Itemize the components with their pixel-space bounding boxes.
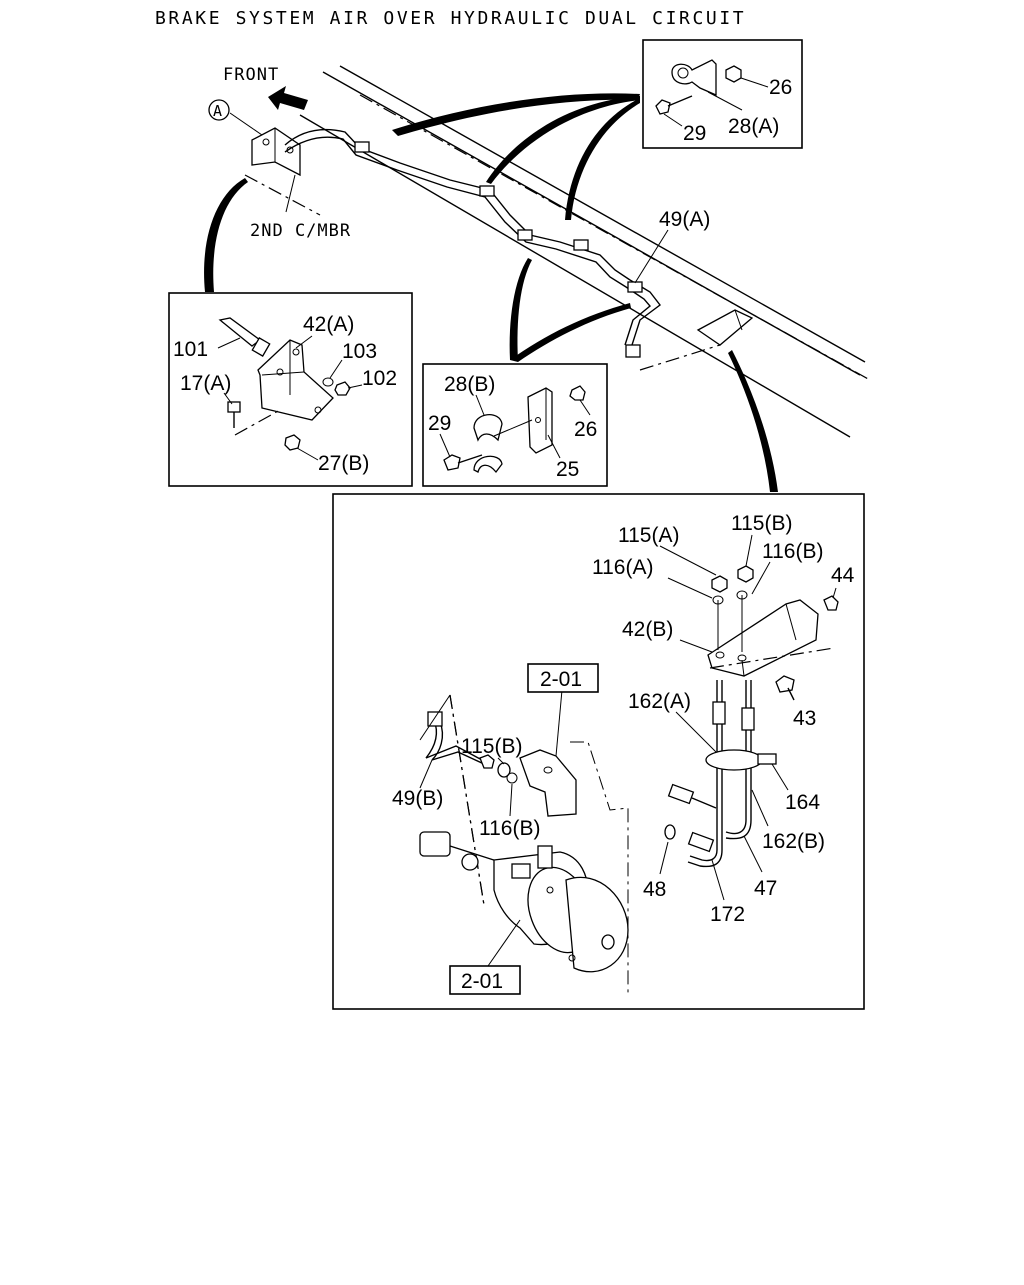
member-label: 2ND C/MBR (250, 221, 351, 241)
ref-marker-a: A (213, 102, 222, 120)
callout-102: 102 (362, 367, 397, 390)
callout-116b-top: 116(B) (762, 540, 823, 563)
callout-17a: 17(A) (180, 372, 231, 395)
callout-sweeps (204, 93, 778, 492)
upper-bracket-a (244, 127, 321, 216)
detail-box-clip-top (642, 39, 803, 149)
diagram-title: BRAKE SYSTEM AIR OVER HYDRAULIC DUAL CIR… (155, 8, 746, 29)
callout-29-top: 29 (683, 122, 706, 145)
rail-bracket (639, 309, 754, 371)
callout-29-mid: 29 (428, 412, 451, 435)
callout-42b: 42(B) (622, 618, 673, 641)
pipe-49b-assembly (419, 689, 629, 995)
callout-43: 43 (793, 707, 816, 730)
callout-28b: 28(B) (444, 373, 495, 396)
clip-28b-detail (443, 385, 591, 474)
ref-label-upper: 2-01 (540, 668, 582, 691)
callout-115b-top: 115(B) (731, 512, 792, 535)
callout-28a-top: 28(A) (728, 115, 779, 138)
ref-circle-a (208, 99, 230, 121)
callout-42a: 42(A) (303, 313, 354, 336)
callout-48: 48 (643, 878, 666, 901)
bracket-42a-detail (218, 317, 351, 461)
clip-detail-top (655, 59, 769, 127)
front-label: FRONT (223, 65, 279, 85)
callout-162a: 162(A) (628, 690, 691, 713)
ref-box-upper (527, 663, 599, 693)
callout-116b-mid: 116(B) (479, 817, 540, 840)
brake-pipes-lower (664, 680, 777, 868)
callout-101: 101 (173, 338, 208, 361)
callout-26-mid: 26 (574, 418, 597, 441)
callout-115b-mid: 115(B) (461, 735, 522, 758)
callout-49b: 49(B) (392, 787, 443, 810)
callout-162b: 162(B) (762, 830, 825, 853)
brake-pipe-upper (284, 129, 661, 358)
master-cylinder (419, 831, 629, 973)
callout-25: 25 (556, 458, 579, 481)
callout-26-top: 26 (769, 76, 792, 99)
ref-label-lower: 2-01 (461, 970, 503, 993)
callout-116a: 116(A) (592, 556, 653, 579)
callout-27b: 27(B) (318, 452, 369, 475)
ref-box-lower (449, 965, 521, 995)
callout-172: 172 (710, 903, 745, 926)
front-arrow-icon (268, 86, 308, 110)
bracket-42b-assembly (707, 565, 839, 701)
callout-49a: 49(A) (659, 208, 710, 231)
callout-115a: 115(A) (618, 524, 679, 547)
callout-164: 164 (785, 791, 820, 814)
callout-44: 44 (831, 564, 855, 587)
callout-103: 103 (342, 340, 377, 363)
callout-47: 47 (754, 877, 777, 900)
